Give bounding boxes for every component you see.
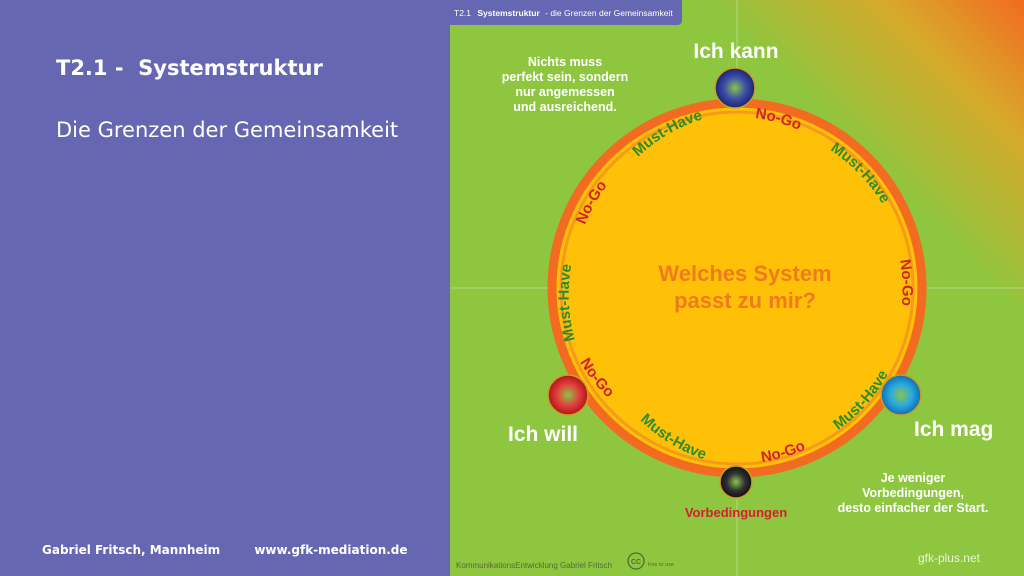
label-vorbedingungen: Vorbedingungen <box>685 505 787 520</box>
center-question-line2: passt zu mir? <box>674 288 816 313</box>
svg-text:und ausreichend.: und ausreichend. <box>513 100 617 114</box>
svg-text:Nichts muss: Nichts muss <box>528 55 602 69</box>
label-ich-mag: Ich mag <box>914 418 993 441</box>
slide-subtitle: Die Grenzen der Gemeinsamkeit <box>56 118 399 142</box>
license-text: free to use <box>648 562 674 568</box>
label-ich-kann: Ich kann <box>693 40 778 63</box>
svg-text:nur angemessen: nur angemessen <box>515 85 614 99</box>
svg-text:Je weniger: Je weniger <box>881 471 946 485</box>
footer-author: Gabriel Fritsch, Mannheim <box>42 543 221 557</box>
credit-text: KommunikationsEntwicklung Gabriel Fritsc… <box>456 561 612 570</box>
note-top: Nichts muss perfekt sein, sondern nur an… <box>502 55 628 114</box>
cc-license-icon <box>627 552 645 570</box>
ring-label-no-go: No-Go <box>896 258 915 307</box>
site-watermark: gfk-plus.net <box>918 551 981 565</box>
label-ich-will: Ich will <box>508 423 578 446</box>
slide-title: T2.1 - Systemstruktur <box>56 56 323 80</box>
system-diagram: T2.1 Systemstruktur - die Grenzen der Ge… <box>450 0 1024 576</box>
ring-label-must-have: Must-Have <box>556 263 579 343</box>
note-bottom: Je weniger Vorbedingungen, desto einfach… <box>838 471 989 515</box>
svg-text:Vorbedingungen,: Vorbedingungen, <box>862 486 964 500</box>
slide-footer: Gabriel Fritsch, Mannheim www.gfk-mediat… <box>42 543 438 557</box>
footer-url: www.gfk-mediation.de <box>254 543 408 557</box>
node-ich-will <box>547 374 589 416</box>
diagram-header-text: T2.1 Systemstruktur - die Grenzen der Ge… <box>454 8 673 18</box>
center-question-line1: Welches System <box>658 261 831 286</box>
node-ich-kann <box>714 67 756 109</box>
slide-left-panel: T2.1 - Systemstruktur Die Grenzen der Ge… <box>0 0 450 576</box>
svg-text:perfekt sein, sondern: perfekt sein, sondern <box>502 70 628 84</box>
node-ich-mag <box>880 374 922 416</box>
node-vorbedingungen <box>719 465 753 499</box>
svg-text:CC: CC <box>631 559 641 566</box>
diagram-header-tab <box>450 0 682 25</box>
svg-text:desto einfacher der Start.: desto einfacher der Start. <box>838 501 989 515</box>
